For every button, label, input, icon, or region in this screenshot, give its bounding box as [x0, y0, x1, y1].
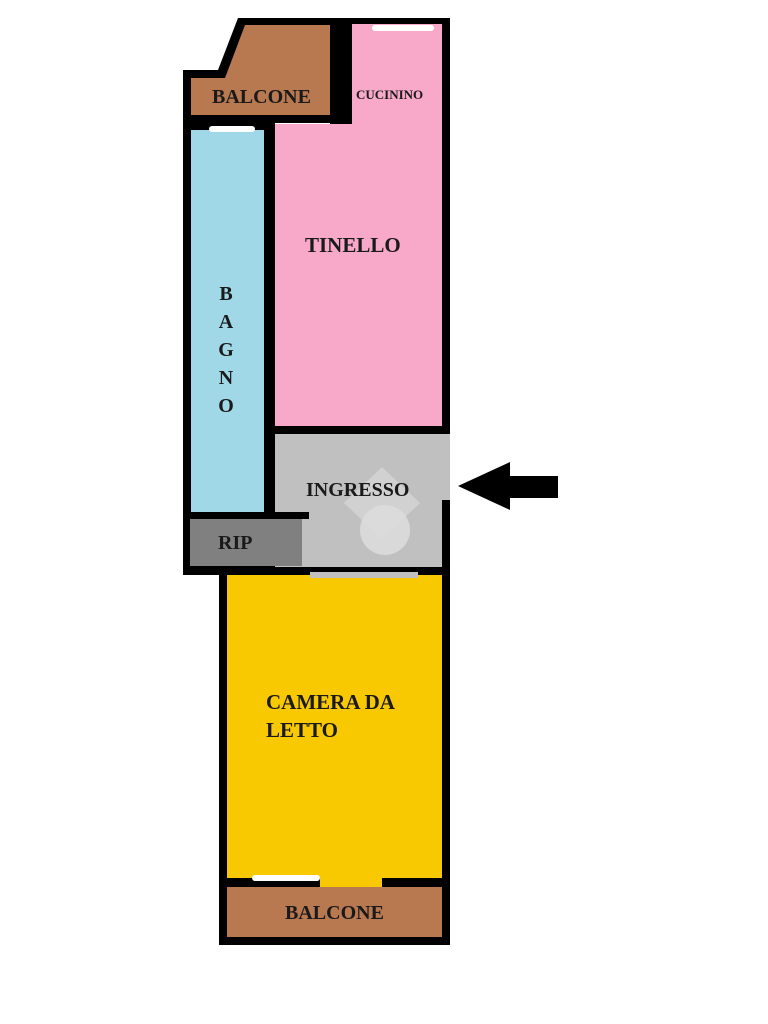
room-bagno [191, 130, 264, 512]
label-balcone-top: BALCONE [212, 86, 311, 108]
window-bagno [209, 126, 255, 132]
label-bagno: B A G N O [218, 283, 234, 417]
label-rip: RIP [218, 532, 253, 554]
label-camera-2: LETTO [266, 718, 338, 742]
room-balcone-bottom [227, 887, 442, 937]
room-camera [227, 575, 442, 878]
window-cucinino [372, 25, 434, 31]
label-camera-1: CAMERA DA [266, 690, 395, 714]
room-rip [190, 518, 302, 566]
watermark-logo [344, 467, 420, 555]
balcone-top-shape [183, 18, 351, 123]
label-ingresso: INGRESSO [306, 479, 410, 501]
label-tinello: TINELLO [305, 233, 401, 257]
label-balcone-bottom: BALCONE [285, 902, 384, 924]
window-camera [252, 875, 320, 881]
arrow-left-icon [458, 462, 558, 510]
label-cucinino: CUCININO [356, 87, 424, 102]
